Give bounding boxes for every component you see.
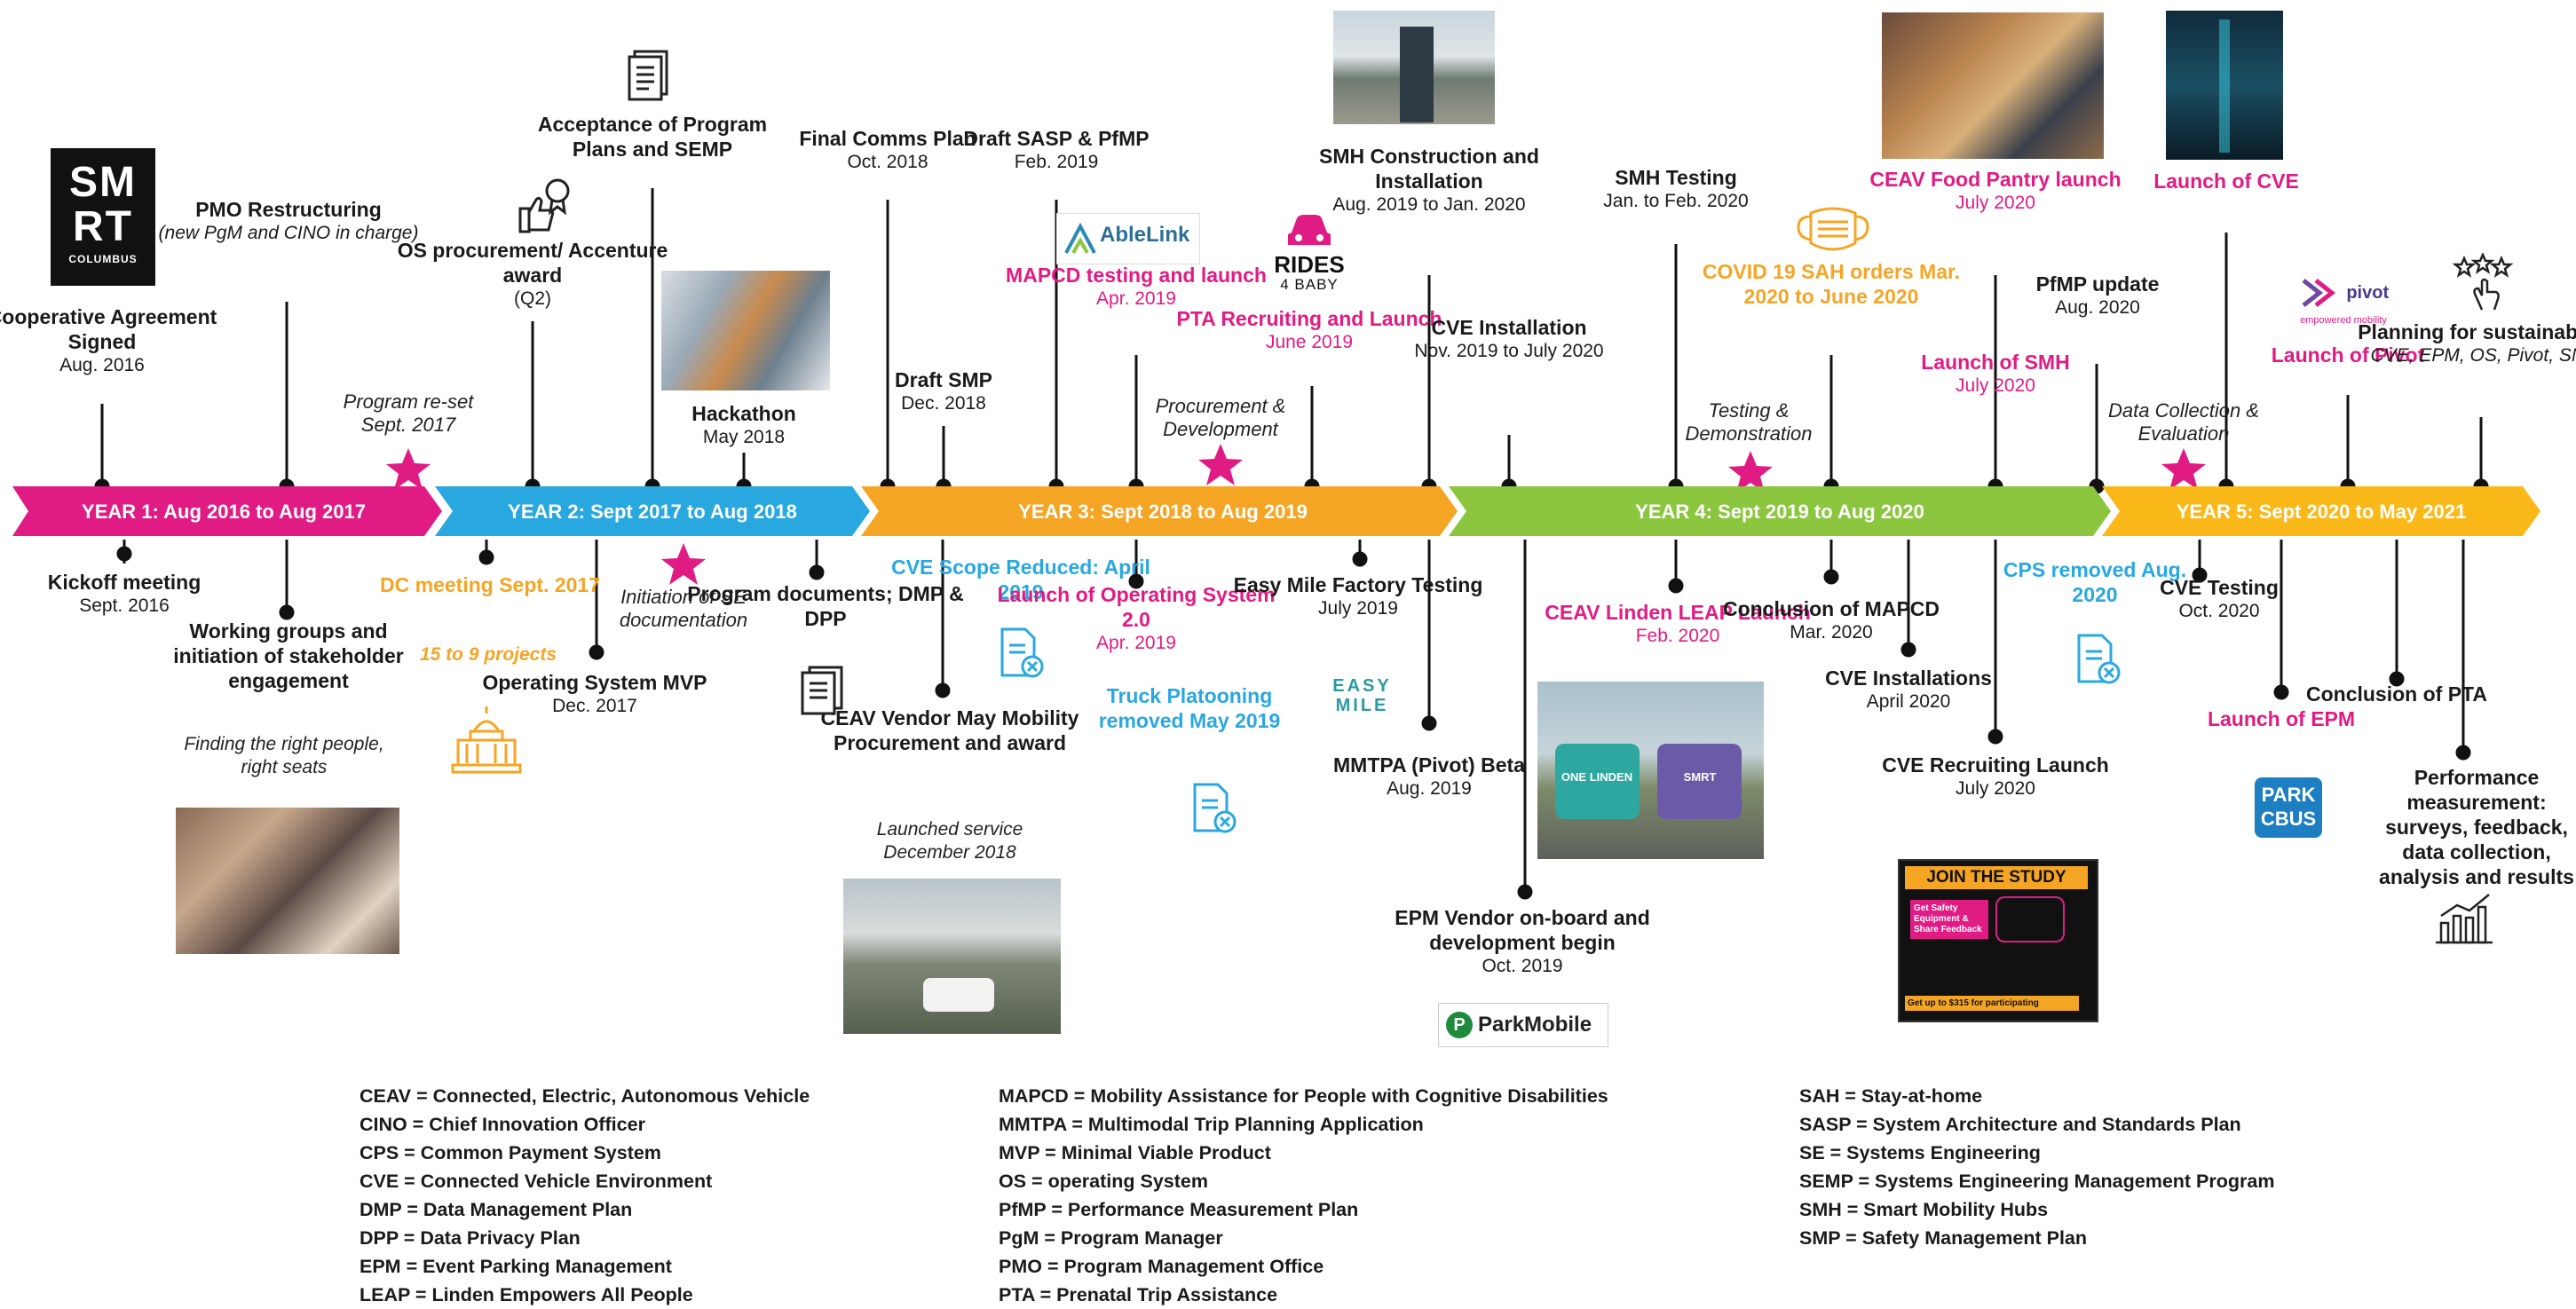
event-launch-epm: Launch of EPM — [2207, 707, 2356, 730]
event-cps-removed: CPS removed Aug. 2020 — [2003, 558, 2187, 607]
cve-concept-image — [2166, 11, 2283, 160]
road-glow — [2219, 20, 2230, 153]
year-3-label: YEAR 3: Sept 2018 to Aug 2019 — [1018, 501, 1308, 523]
event-ceav-linden-leap: CEAV Linden LEAP Launch Feb. 2020 — [1545, 601, 1811, 647]
hackathon-photo — [661, 271, 830, 390]
linden-shuttles-photo: ONE LINDEN SMRT — [1537, 682, 1764, 859]
event-truck-platooning: Truck Platooning removed May 2019 — [1098, 684, 1281, 733]
event-cve-installation: CVE Installation Nov. 2019 to July 2020 — [1414, 316, 1604, 362]
event-cve-testing: CVE Testing Oct. 2020 — [2160, 576, 2279, 622]
event-dc-meeting: DC meeting Sept. 2017 — [380, 573, 600, 596]
event-launch-smh: Launch of SMH July 2020 — [1921, 351, 2070, 397]
event-launch-os2: Launch of Operating System 2.0 Apr. 2019 — [997, 583, 1276, 654]
event-dc-meeting-note: 15 to 9 projects — [419, 644, 557, 665]
event-working-groups: Working groups and initiation of stakeho… — [173, 619, 404, 693]
event-launch-cve: Launch of CVE — [2153, 170, 2299, 193]
smh-kiosk-photo — [1333, 11, 1495, 124]
event-operating-system-mvp: Operating System MVP Dec. 2017 — [482, 671, 707, 717]
event-kickoff: Kickoff meeting Sept. 2016 — [47, 571, 201, 617]
event-ceav-food-pantry: CEAV Food Pantry launch July 2020 — [1869, 168, 2122, 214]
pivot-icon — [2302, 279, 2335, 307]
document-removed-icon — [1193, 783, 1237, 833]
face-mask-icon — [1797, 207, 1869, 251]
event-draft-sasp: Draft SASP & PfMP Feb. 2019 — [963, 127, 1150, 173]
event-final-comms-plan: Final Comms Plan Oct. 2018 — [799, 127, 976, 173]
year-1-label: YEAR 1: Aug 2016 to Aug 2017 — [82, 501, 366, 523]
smart-columbus-logo: SM RT COLUMBUS — [51, 148, 155, 286]
star-icon — [2161, 448, 2206, 490]
event-epm-vendor: EPM Vendor on-board and development begi… — [1395, 906, 1650, 977]
ablelink-logo: AbleLink — [1056, 213, 1200, 264]
shuttle-shape — [1555, 744, 1640, 819]
event-smh-construction: SMH Construction and Installation Aug. 2… — [1319, 145, 1539, 216]
document-removed-icon — [1000, 627, 1044, 678]
event-hackathon: Hackathon May 2018 — [691, 402, 796, 448]
event-planning-sustainability: Planning for sustainability CVE, EPM, OS… — [2358, 320, 2576, 367]
event-cve-installations: CVE Installations April 2020 — [1825, 666, 1992, 713]
phase-label: Initiation of SE documentation — [619, 586, 748, 632]
year-4-label: YEAR 4: Sept 2019 to Aug 2020 — [1635, 501, 1924, 523]
star-icon — [1198, 444, 1243, 485]
event-ceav-vendor-note: Launched service December 2018 — [876, 819, 1023, 863]
event-ceav-vendor: CEAV Vendor May Mobility Procurement and… — [820, 706, 1079, 755]
join-the-study-flyer: JOIN THE STUDY Get Safety Equipment & Sh… — [1898, 859, 2098, 1022]
event-smh-testing: SMH Testing Jan. to Feb. 2020 — [1603, 166, 1749, 212]
car-graphic — [1995, 896, 2065, 942]
event-program-plans: Acceptance of Program Plans and SEMP — [537, 113, 768, 162]
event-easymile-testing: Easy Mile Factory Testing July 2019 — [1233, 573, 1483, 619]
parkmobile-p-icon: P — [1446, 1012, 1473, 1038]
event-pfmp-update: PfMP update Aug. 2020 — [2035, 272, 2160, 319]
capitol-building-icon — [451, 706, 522, 774]
star-icon — [1728, 451, 1773, 493]
event-conclusion-mapcd: Conclusion of MAPCD Mar. 2020 — [1722, 597, 1940, 643]
phase-label: Data Collection & Evaluation — [2108, 399, 2259, 446]
pivot-logo: pivot empowered mobility — [2295, 275, 2392, 337]
working-group-photo — [176, 808, 399, 954]
event-launch-pivot: Launch of Pivot — [2271, 343, 2425, 367]
year-2-label: YEAR 2: Sept 2017 to Aug 2018 — [508, 501, 797, 523]
park-cbus-logo: PARK CBUS — [2255, 777, 2322, 838]
glossary-column-2: MAPCD = Mobility Assistance for People w… — [999, 1085, 1608, 1305]
rides4baby-logo: RIDES 4 BABY — [1265, 209, 1354, 298]
event-cve-recruiting: CVE Recruiting Launch July 2020 — [1882, 753, 2109, 800]
car-icon — [1288, 215, 1331, 245]
kiosk-shape — [1400, 27, 1434, 122]
glossary-column-3: SAH = Stay-at-home SASP = System Archite… — [1799, 1085, 2275, 1249]
ablelink-icon — [1064, 222, 1096, 254]
event-cooperative-agreement: Cooperative Agreement Signed Aug. 2016 — [0, 305, 217, 376]
event-pta-recruiting: PTA Recruiting and Launch June 2019 — [1176, 307, 1442, 353]
shuttle-shape — [1657, 744, 1742, 819]
glossary-column-1: CEAV = Connected, Electric, Autonomous V… — [360, 1085, 810, 1305]
event-cve-scope-reduced: CVE Scope Reduced: April 2019 — [891, 556, 1150, 604]
easymile-logo: EASY MILE — [1332, 676, 1392, 715]
event-mapcd-testing: MAPCD testing and launch Apr. 2019 — [1006, 264, 1267, 310]
event-performance-measurement: Performance measurement: surveys, feedba… — [2379, 766, 2574, 889]
event-os-procurement: OS procurement/ Accenture award (Q2) — [397, 239, 668, 310]
shuttle-shape — [923, 978, 994, 1012]
event-covid-sah: COVID 19 SAH orders Mar. 2020 to June 20… — [1702, 260, 1961, 309]
year-band: YEAR 1: Aug 2016 to Aug 2017 YEAR 2: Sep… — [12, 486, 2540, 536]
rating-stars-icon — [2452, 253, 2514, 311]
document-icon — [801, 666, 843, 715]
food-pantry-photo — [1882, 12, 2104, 159]
event-program-documents: Program documents; DMP & DPP — [687, 582, 964, 631]
phase-label: Procurement & Development — [1155, 395, 1286, 441]
document-removed-icon — [2077, 634, 2121, 684]
document-icon — [628, 50, 668, 101]
year-5-label: YEAR 5: Sept 2020 to May 2021 — [2177, 501, 2466, 523]
event-mmtpa-beta: MMTPA (Pivot) Beta Aug. 2019 — [1333, 753, 1525, 800]
event-working-groups-note: Finding the right people, right seats — [184, 734, 384, 778]
parkmobile-logo: P ParkMobile — [1438, 1003, 1608, 1047]
shuttle-service-photo — [843, 879, 1061, 1034]
award-thumbs-up-icon — [518, 178, 570, 233]
phase-label: Testing & Demonstration — [1685, 399, 1813, 446]
star-icon — [386, 448, 431, 490]
event-draft-smp: Draft SMP Dec. 2018 — [895, 368, 992, 414]
event-conclusion-pta: Conclusion of PTA — [2305, 682, 2487, 706]
event-pmo-restructuring: PMO Restructuring (new PgM and CINO in c… — [158, 198, 419, 244]
bar-chart-icon — [2436, 894, 2493, 944]
star-icon — [661, 543, 706, 585]
